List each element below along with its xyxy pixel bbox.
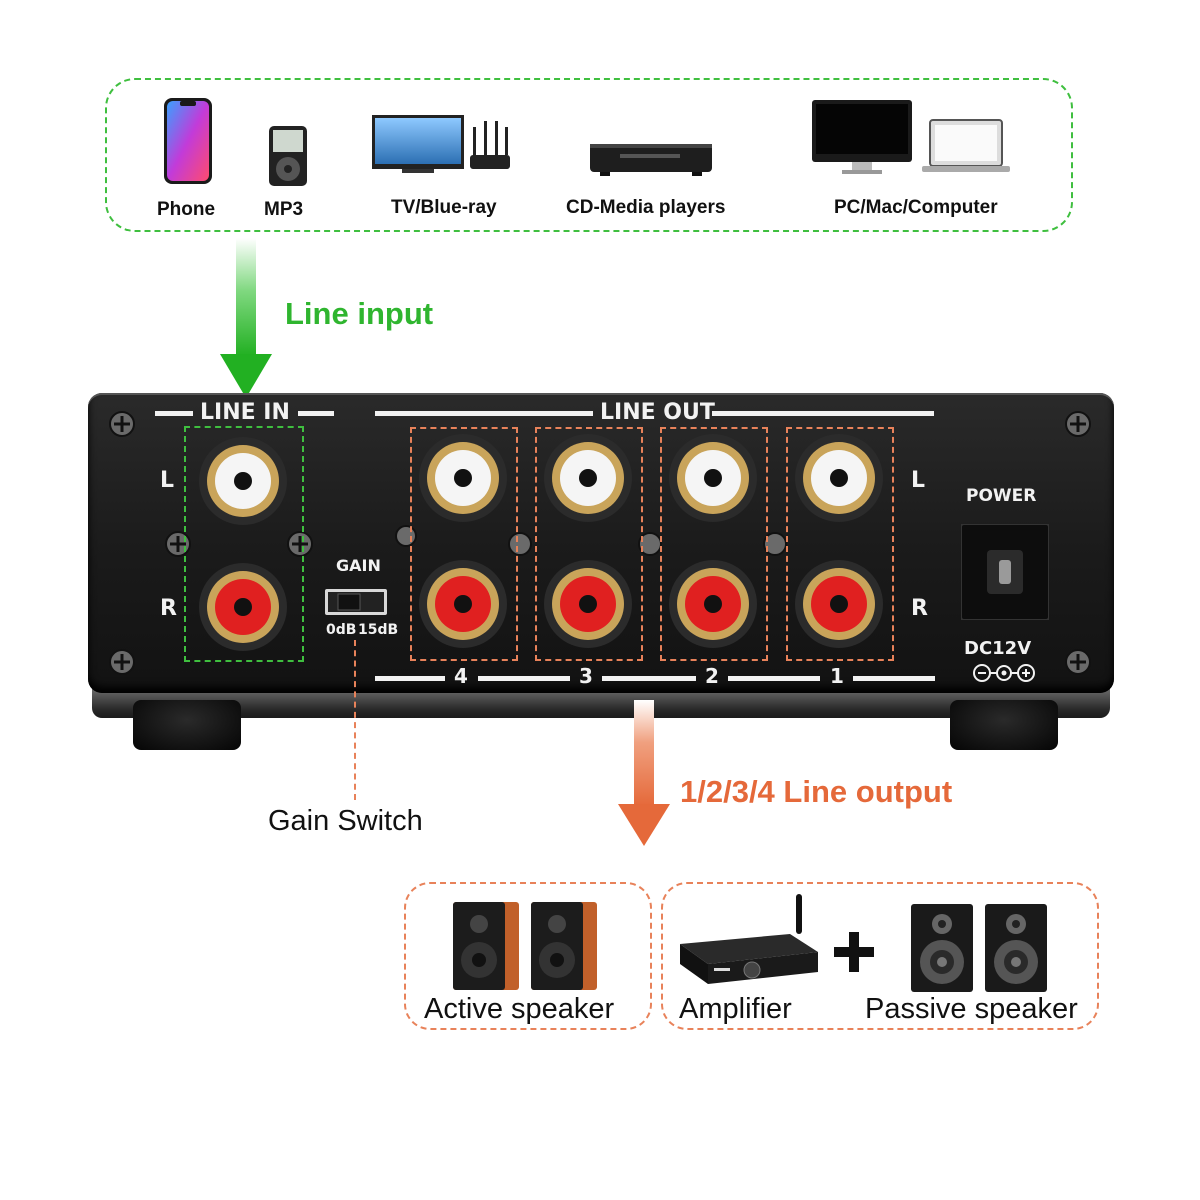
line-input-arrow — [220, 238, 272, 398]
line-in-jacks[interactable] — [195, 435, 295, 655]
line-in-jack-left — [199, 437, 287, 525]
channel-bar-e — [853, 676, 935, 681]
plus-icon — [834, 932, 874, 972]
mp3-player-icon — [269, 126, 307, 186]
active-speaker-icon — [453, 902, 597, 990]
line-out-bar-right — [712, 411, 934, 416]
active-speaker-label: Active speaker — [424, 993, 615, 1025]
line-in-bar-right — [298, 411, 334, 416]
channel-3-jacks — [544, 434, 632, 648]
channel-2-label: 2 — [705, 664, 719, 688]
channel-3-box — [535, 427, 643, 661]
source-label-tv: TV/Blue-ray — [391, 197, 497, 218]
line-out-jacks[interactable] — [410, 430, 900, 660]
amplifier-icon — [680, 894, 818, 984]
channel-3-label: 3 — [579, 664, 593, 688]
computer-icon — [812, 100, 1010, 174]
line-out-right-label: R — [911, 596, 928, 621]
channel-4-jacks — [419, 434, 507, 648]
line-in-jack-right — [199, 563, 287, 651]
source-label-computer: PC/Mac/Computer — [834, 197, 998, 218]
dc-power-jack[interactable] — [961, 524, 1049, 620]
channel-4-label: 4 — [454, 664, 468, 688]
line-in-highlight — [184, 426, 304, 662]
channel-1-label: 1 — [830, 664, 844, 688]
line-out-bar-left — [375, 411, 593, 416]
channel-4-box — [410, 427, 518, 661]
line-input-label: Line input — [285, 296, 434, 331]
gain-label: GAIN — [336, 556, 381, 575]
channel-bar-d — [728, 676, 820, 681]
source-label-media: CD-Media players — [566, 197, 726, 218]
panel-screws — [109, 411, 1091, 675]
amplifier-passive-box — [661, 882, 1099, 1030]
line-in-label: LINE IN — [200, 400, 290, 425]
dc-polarity-icon — [973, 664, 1035, 682]
channel-bar-a — [375, 676, 445, 681]
channel-bar-b — [478, 676, 570, 681]
tv-router-icon — [372, 115, 510, 173]
gain-switch-label: Gain Switch — [268, 805, 423, 837]
gain-high-label: 15dB — [358, 622, 399, 638]
gain-low-label: 0dB — [326, 622, 357, 638]
phone-icon — [164, 98, 212, 184]
channel-2-jacks — [669, 434, 757, 648]
gain-switch-leader — [354, 640, 356, 800]
channel-1-box — [786, 427, 894, 661]
line-in-right-label: R — [160, 596, 177, 621]
amplifier-label: Amplifier — [679, 993, 792, 1025]
channel-bar-c — [602, 676, 696, 681]
line-output-arrow — [618, 700, 670, 846]
line-out-label: LINE OUT — [600, 400, 715, 425]
line-out-left-label: L — [911, 468, 926, 493]
device-foot-right — [950, 700, 1058, 750]
active-speaker-box — [404, 882, 652, 1030]
channel-2-box — [660, 427, 768, 661]
line-in-bar-left — [155, 411, 193, 416]
dc-voltage-label: DC12V — [964, 638, 1032, 659]
passive-speaker-label: Passive speaker — [865, 993, 1078, 1025]
gain-switch[interactable] — [324, 588, 388, 616]
line-in-left-label: L — [160, 468, 175, 493]
line-output-label: 1/2/3/4 Line output — [680, 774, 953, 809]
source-devices-box — [105, 78, 1073, 232]
passive-speaker-icon — [911, 904, 1047, 992]
power-label: POWER — [966, 486, 1037, 506]
media-player-icon — [590, 144, 712, 176]
source-label-phone: Phone — [157, 199, 216, 220]
device-chassis-bottom — [92, 688, 1110, 718]
source-label-mp3: MP3 — [264, 199, 304, 220]
channel-1-jacks — [795, 434, 883, 648]
device-foot-left — [133, 700, 241, 750]
